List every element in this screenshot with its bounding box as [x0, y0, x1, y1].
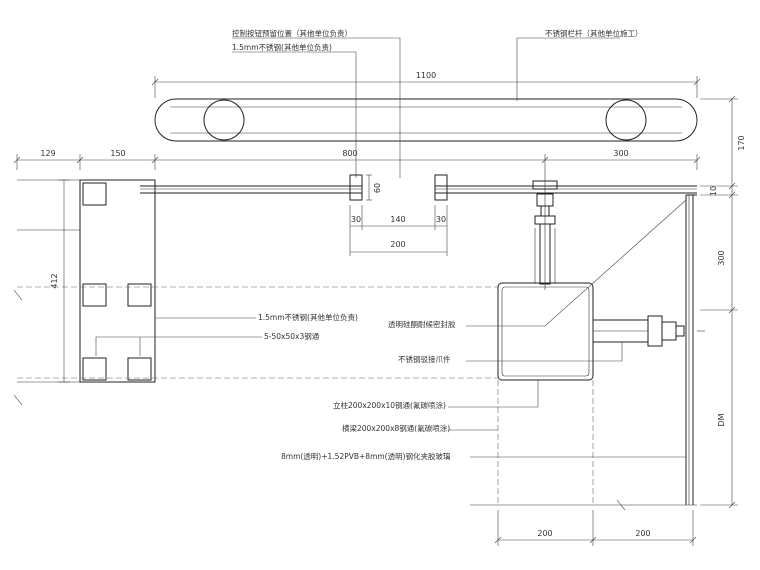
label-cable-reserve: 控制按钮预留位置（其他单位负责） [232, 28, 352, 38]
dim-412-label: 412 [50, 273, 59, 288]
dim-200b-label: 200 [635, 529, 650, 538]
dim-170-label: 170 [737, 135, 746, 150]
label-glass: 8mm(透明)+1.52PVB+8mm(透明)钢化夹胶玻璃 [281, 451, 451, 461]
dim-200mid-label: 200 [390, 240, 405, 249]
dim-10-label: 10 [709, 186, 718, 196]
top-stainless-plate [140, 174, 697, 201]
dim-129-label: 129 [40, 149, 55, 158]
handrail-elevation [154, 98, 698, 142]
label-column: 立柱200x200x10钢通(氟碳喷涂) [333, 400, 446, 410]
dim-300v-label: 300 [717, 250, 726, 265]
dim-right-vertical: 170 10 300 DM [700, 95, 746, 509]
label-tube-steel: 5-50x50x3钢通 [264, 331, 320, 341]
annotations: 控制按钮预留位置（其他单位负责） 1.5mm不锈钢(其他单位负责) 不锈钢栏杆（… [95, 28, 687, 461]
dim-DM-label: DM [717, 413, 726, 426]
dim-30a-label: 30 [351, 215, 361, 224]
dim-300h-label: 300 [613, 149, 628, 158]
label-beam: 横梁200x200x8钢通(氟碳喷涂) [342, 423, 450, 433]
dim-60-label: 60 [373, 183, 382, 193]
label-ss-handrail: 不锈钢栏杆（其他单位施工） [545, 28, 643, 38]
label-ss-connector: 不锈钢驳接爪件 [398, 354, 451, 364]
dim-1100: 1100 [151, 71, 701, 98]
glass-pane [685, 194, 697, 505]
dim-150-label: 150 [110, 149, 125, 158]
left-wall: 412 [13, 179, 498, 406]
dim-30b-label: 30 [436, 215, 446, 224]
column-section [470, 282, 697, 511]
dim-200a-label: 200 [537, 529, 552, 538]
dim-1100-label: 1100 [416, 71, 436, 80]
dim-140-label: 140 [390, 215, 405, 224]
label-glass-clamp: 透明硅酮耐候密封胶 [388, 319, 456, 329]
dim-top-row: 129 150 800 300 [13, 149, 701, 170]
dim-button-slot: 60 30 140 30 200 [349, 174, 448, 256]
spider-connector [592, 315, 705, 347]
dim-800-label: 800 [342, 149, 357, 158]
support-post [532, 170, 558, 290]
label-ss-sheet-mid: 1.5mm不锈钢(其他单位负责) [258, 312, 358, 322]
dim-bottom: 200 200 [494, 510, 697, 546]
label-ss-sheet-top: 1.5mm不锈钢(其他单位负责) [232, 42, 332, 52]
